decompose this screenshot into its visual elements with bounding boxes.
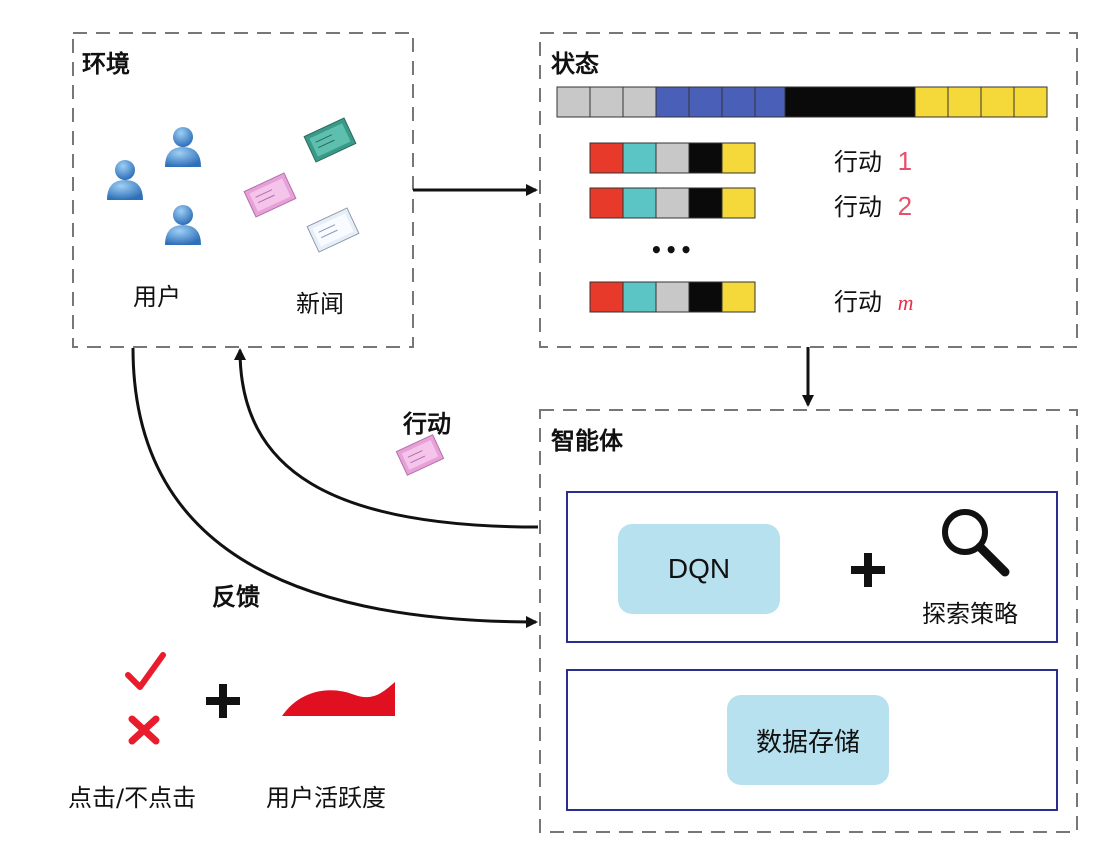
data-storage-box: 数据存储	[727, 695, 889, 785]
action-prefix: 行动	[834, 148, 882, 176]
dqn-box: DQN	[618, 524, 780, 614]
state-vector	[556, 86, 1048, 118]
action-vector-m	[589, 281, 756, 313]
news-label: 新闻	[296, 290, 344, 318]
action-2-index: 2	[897, 191, 913, 221]
action-prefix: 行动	[834, 288, 882, 316]
user-icon	[107, 160, 143, 200]
magnifier-icon	[942, 509, 1010, 577]
cross-icon	[128, 715, 160, 745]
user-icon	[165, 205, 201, 245]
plus-icon	[206, 684, 240, 718]
explore-strategy-label: 探索策略	[922, 600, 1018, 628]
checkmark-icon	[125, 652, 166, 690]
users-label: 用户	[133, 283, 181, 311]
agent-model-panel	[566, 491, 1058, 643]
action-m-index: m	[897, 290, 914, 315]
newspaper-icon	[243, 172, 297, 218]
environment-title: 环境	[82, 50, 130, 78]
state-box	[539, 32, 1078, 348]
newspaper-icon	[306, 207, 360, 253]
click-label: 点击/不点击	[68, 784, 197, 812]
newspaper-icon	[303, 117, 357, 163]
state-title: 状态	[551, 50, 599, 78]
action-vector-1	[589, 142, 756, 174]
feedback-arrow	[131, 347, 538, 628]
action-1-index: 1	[897, 146, 913, 176]
action-vector-2	[589, 187, 756, 219]
newspaper-icon	[395, 434, 445, 476]
ellipsis: •••	[650, 238, 695, 262]
plus-icon	[851, 553, 885, 587]
agent-box	[539, 409, 1078, 833]
action-m-label: 行动 m	[834, 282, 914, 317]
wave-icon	[282, 682, 395, 716]
agent-storage-panel	[566, 669, 1058, 811]
agent-title: 智能体	[551, 427, 623, 455]
feedback-flow-label: 反馈	[212, 583, 260, 611]
action-arrow	[234, 348, 539, 529]
action-flow-label: 行动	[403, 410, 451, 438]
action-prefix: 行动	[834, 193, 882, 221]
action-1-label: 行动 1	[834, 142, 912, 177]
action-2-label: 行动 2	[834, 187, 912, 222]
user-icon	[165, 127, 201, 167]
activity-label: 用户活跃度	[266, 784, 386, 812]
